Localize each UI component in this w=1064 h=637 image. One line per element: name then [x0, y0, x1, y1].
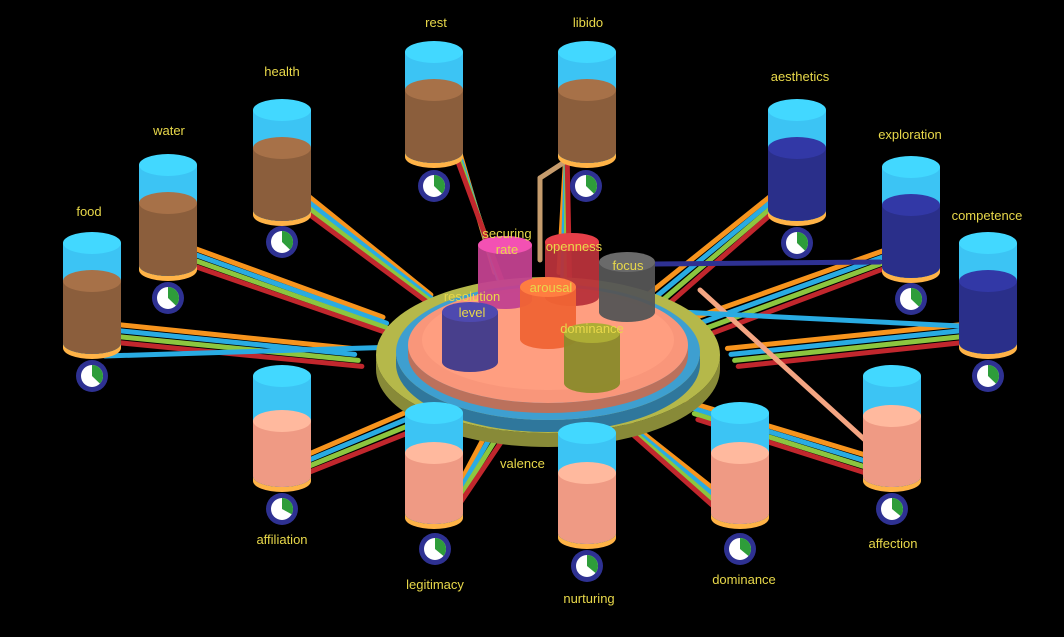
wire-competence-1: [728, 327, 971, 357]
need-tank-legitimacy: legitimacy: [405, 402, 464, 592]
wire-food-2: [109, 333, 361, 363]
wire-exploration-3: [703, 263, 894, 339]
modulator-label: openness: [546, 239, 603, 254]
need-gauge-dominance: [724, 533, 756, 565]
need-tank-competence: competence: [952, 208, 1023, 392]
modulator-dominance: dominance: [560, 321, 624, 393]
need-tank-exploration: exploration: [878, 127, 942, 315]
need-gauge-affiliation: [266, 493, 298, 525]
need-tank-libido: libido: [558, 15, 616, 202]
need-tank-rest: rest: [405, 15, 463, 202]
need-tank-food: food: [63, 204, 121, 392]
wire-dominance-1: [624, 421, 723, 503]
wire-exploration-1: [696, 251, 894, 327]
need-tank-affection: affection: [863, 365, 921, 551]
need-label-affiliation: affiliation: [256, 532, 307, 547]
need-gauge-food: [76, 360, 108, 392]
need-gauge-aesthetics: [781, 227, 813, 259]
wire-water-1: [185, 249, 390, 326]
modulator-arousal: arousal: [520, 277, 576, 349]
wire-blue-right: [637, 307, 963, 329]
wire-water-2: [185, 255, 393, 332]
need-label-libido: libido: [573, 15, 603, 30]
wire-health-3: [299, 206, 445, 316]
need-label-affection: affection: [869, 536, 918, 551]
need-tank-nurturing: nurturing: [558, 422, 616, 606]
wire-aesthetics-1: [648, 194, 780, 304]
modulator-label: arousal: [530, 280, 573, 295]
modulator-label: focus: [612, 258, 644, 273]
valence-label: valence: [500, 456, 545, 471]
wire-aesthetics-0: [644, 188, 780, 298]
wire-water-0: [185, 243, 386, 320]
need-label-nurturing: nurturing: [563, 591, 614, 606]
need-label-dominance: dominance: [712, 572, 776, 587]
modulator-focus: focus: [599, 252, 655, 322]
need-label-health: health: [264, 64, 299, 79]
need-tank-affiliation: affiliation: [253, 365, 311, 547]
wire-health-2: [299, 200, 441, 310]
need-label-competence: competence: [952, 208, 1023, 223]
wire-navy-1: [652, 259, 883, 267]
need-gauge-exploration: [895, 283, 927, 315]
need-label-legitimacy: legitimacy: [406, 577, 464, 592]
wire-health-1: [299, 194, 437, 304]
need-gauge-affection: [876, 493, 908, 525]
need-label-aesthetics: aesthetics: [771, 69, 830, 84]
wire-competence-0: [724, 321, 971, 351]
need-tanks: food water health rest libido aesthetics explo…: [63, 15, 1022, 606]
wire-exploration-0: [692, 245, 894, 321]
wire-health-0: [299, 188, 434, 298]
need-tank-water: water: [139, 123, 197, 314]
wire-food-0: [109, 321, 354, 351]
need-gauge-libido: [570, 170, 602, 202]
need-label-exploration: exploration: [878, 127, 942, 142]
wire-blue-left: [102, 343, 433, 359]
need-gauge-nurturing: [571, 550, 603, 582]
need-tank-dominance: dominance: [711, 402, 776, 587]
need-gauge-legitimacy: [419, 533, 451, 565]
modulator-label: dominance: [560, 321, 624, 336]
need-label-rest: rest: [425, 15, 447, 30]
need-gauge-rest: [418, 170, 450, 202]
need-gauge-health: [266, 226, 298, 258]
need-label-water: water: [152, 123, 185, 138]
wire-water-3: [185, 261, 397, 338]
need-tank-health: health: [253, 64, 311, 258]
need-tank-aesthetics: aesthetics: [768, 69, 830, 259]
need-gauge-competence: [972, 360, 1004, 392]
wire-aesthetics-2: [651, 200, 780, 310]
wire-dominance-3: [631, 433, 723, 515]
need-label-food: food: [76, 204, 101, 219]
need-gauge-water: [152, 282, 184, 314]
